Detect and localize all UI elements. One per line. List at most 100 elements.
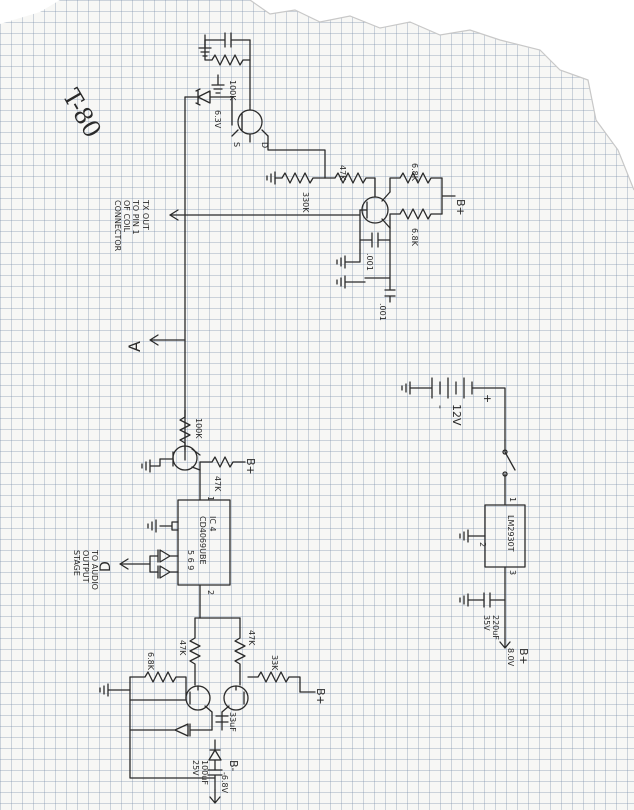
label-bplus-power: B+ bbox=[517, 648, 530, 665]
regulator-ground bbox=[459, 529, 486, 543]
label-fet-s: S bbox=[232, 142, 241, 147]
wire bbox=[204, 32, 251, 48]
wire-test-point-a bbox=[149, 334, 186, 346]
cap-001-b bbox=[364, 239, 396, 303]
label-ic-pins-out: 5 6 9 bbox=[186, 550, 195, 570]
wire-to-audio bbox=[119, 558, 151, 570]
resistor-6-8k-left bbox=[129, 671, 187, 693]
arrow-bplus-out bbox=[499, 639, 511, 649]
label-battery-minus: - bbox=[434, 405, 447, 409]
label-cap-33uf: 33uF bbox=[228, 712, 237, 732]
resistor-47k bbox=[324, 172, 376, 184]
label-output-d: D bbox=[98, 561, 114, 572]
resistor-47k-right bbox=[234, 617, 246, 686]
ic-input-circuit bbox=[147, 519, 179, 533]
label-ic-pin1: 1 bbox=[206, 496, 215, 501]
wire bbox=[441, 177, 456, 215]
resistor-100k-mid bbox=[179, 409, 191, 451]
title-t80: T-80 bbox=[57, 84, 107, 143]
wire bbox=[267, 135, 326, 179]
cap-100uf bbox=[207, 769, 223, 791]
label-audio-2: OUTPUT bbox=[81, 550, 90, 583]
label-regulator-pin2: 2 bbox=[478, 542, 487, 547]
label-regulator-pin3: 3 bbox=[508, 570, 517, 575]
ground bbox=[266, 171, 276, 185]
arrow bbox=[169, 209, 179, 221]
ground bbox=[99, 683, 131, 697]
label-bplus-bottom: B+ bbox=[314, 688, 327, 705]
cap-001-a bbox=[359, 227, 391, 248]
label-r33k-right: 33K bbox=[270, 655, 279, 671]
fet-leads bbox=[231, 104, 269, 143]
transistor-mid-leads bbox=[159, 448, 201, 471]
wire bbox=[211, 711, 223, 731]
label-tx-note-2: OF COIL bbox=[122, 200, 131, 233]
zener-diode bbox=[184, 88, 233, 106]
ground bbox=[336, 275, 366, 289]
label-r47k-right: 47K bbox=[247, 630, 256, 646]
label-cap-220uf: 220uF bbox=[491, 615, 500, 640]
diode-array bbox=[149, 549, 179, 579]
label-ic-name: IC 4 bbox=[208, 516, 217, 532]
label-cap-100uf: 100uF bbox=[200, 760, 209, 785]
label-bminus-voltage: -6.8V bbox=[220, 772, 229, 794]
label-bplus-voltage: 8.0V bbox=[506, 648, 515, 667]
wire bbox=[129, 691, 187, 701]
diode-bottom bbox=[129, 723, 213, 737]
label-r6-8k-left: 6.8K bbox=[146, 652, 155, 671]
wire bbox=[129, 676, 216, 779]
label-r100k-mid: 100K bbox=[194, 418, 203, 439]
label-r330k: 330K bbox=[301, 192, 310, 213]
label-r47k-left: 47K bbox=[178, 640, 187, 656]
cap-33uf bbox=[215, 715, 229, 723]
ground bbox=[401, 381, 411, 395]
resistor-47k-mid bbox=[199, 456, 246, 468]
arrow-bminus bbox=[209, 789, 221, 804]
label-bplus-mid: B+ bbox=[244, 458, 257, 475]
transistor-pair-leads bbox=[189, 685, 245, 713]
label-tx-out: TX OUT bbox=[141, 199, 150, 230]
resistor-330k bbox=[274, 172, 326, 184]
switch-contact bbox=[502, 449, 508, 455]
label-audio-3: STAGE bbox=[72, 550, 81, 576]
bottom-stage bbox=[99, 617, 316, 804]
switch-contact bbox=[502, 471, 508, 477]
top-stage bbox=[169, 32, 456, 461]
ground bbox=[336, 249, 361, 269]
label-cap-001-b: .001 bbox=[378, 303, 387, 321]
wire bbox=[169, 209, 361, 251]
label-cap-001-a: .001 bbox=[365, 253, 374, 271]
resistor-6-8k-bottom bbox=[389, 208, 443, 229]
mid-stage bbox=[141, 334, 246, 501]
label-r47k-mid: 47K bbox=[213, 476, 222, 492]
battery-12v bbox=[409, 377, 506, 441]
label-audio-1: TO AUDIO bbox=[90, 549, 99, 590]
resistor-6-8k-top bbox=[389, 172, 443, 193]
label-battery-plus: + bbox=[481, 394, 494, 403]
label-ic-part: CD4069UBE bbox=[198, 516, 207, 565]
ic-block bbox=[119, 499, 231, 619]
label-tx-note-1: TO PIN 1 bbox=[131, 199, 140, 235]
label-r47k-top: 47K bbox=[338, 165, 347, 181]
label-battery-12v: 12V bbox=[450, 404, 463, 426]
label-zener: 6.3V bbox=[213, 110, 222, 129]
resistor-100k bbox=[204, 39, 251, 66]
label-regulator-part: LM2930T bbox=[506, 515, 515, 552]
wire bbox=[211, 74, 225, 94]
resistor-33k-right bbox=[247, 671, 301, 693]
label-tx-note-3: CONNECTOR bbox=[113, 200, 122, 252]
label-bplus-top: B+ bbox=[454, 199, 467, 216]
label-fet-d: D bbox=[260, 142, 269, 148]
cap-220uf bbox=[459, 592, 506, 608]
diode-bottom-2 bbox=[208, 739, 222, 771]
power-supply bbox=[401, 377, 526, 649]
label-r6-8k-top: 6.8K bbox=[410, 163, 419, 182]
label-cap-35v: 35V bbox=[482, 615, 491, 631]
regulator-lm2930t bbox=[484, 504, 526, 568]
label-r100k: 100K bbox=[228, 80, 237, 101]
label-cap-25v: 25V bbox=[191, 760, 200, 776]
label-r6-8k-bottom: 6.8K bbox=[410, 228, 419, 247]
